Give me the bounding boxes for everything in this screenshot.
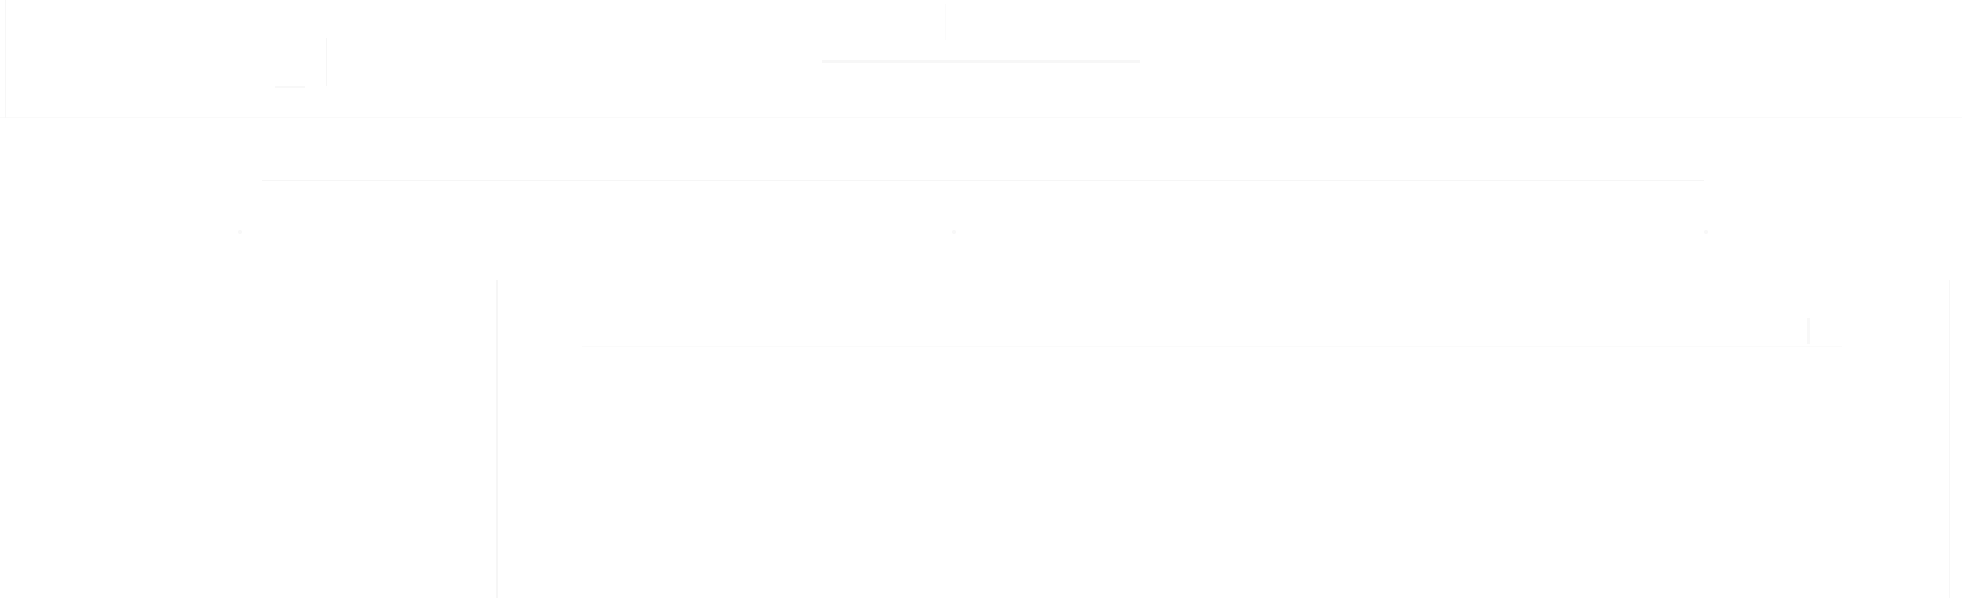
nav-indicator[interactable] bbox=[822, 60, 1140, 63]
breadcrumb-dot bbox=[952, 230, 956, 234]
sidebar bbox=[262, 280, 498, 598]
content-edge bbox=[1949, 280, 1950, 598]
breadcrumb-dot bbox=[1704, 230, 1708, 234]
logo[interactable] bbox=[265, 38, 327, 90]
top-header bbox=[0, 0, 1962, 118]
logo-icon bbox=[326, 38, 327, 86]
main-content bbox=[500, 280, 1950, 598]
resize-handle[interactable] bbox=[1807, 318, 1810, 344]
breadcrumb bbox=[238, 226, 1720, 240]
content-divider bbox=[582, 346, 1842, 347]
breadcrumb-dot bbox=[238, 230, 242, 234]
header-divider bbox=[945, 4, 946, 40]
logo-mark bbox=[275, 86, 305, 88]
window-edge bbox=[0, 0, 6, 118]
section-divider bbox=[262, 180, 1704, 181]
